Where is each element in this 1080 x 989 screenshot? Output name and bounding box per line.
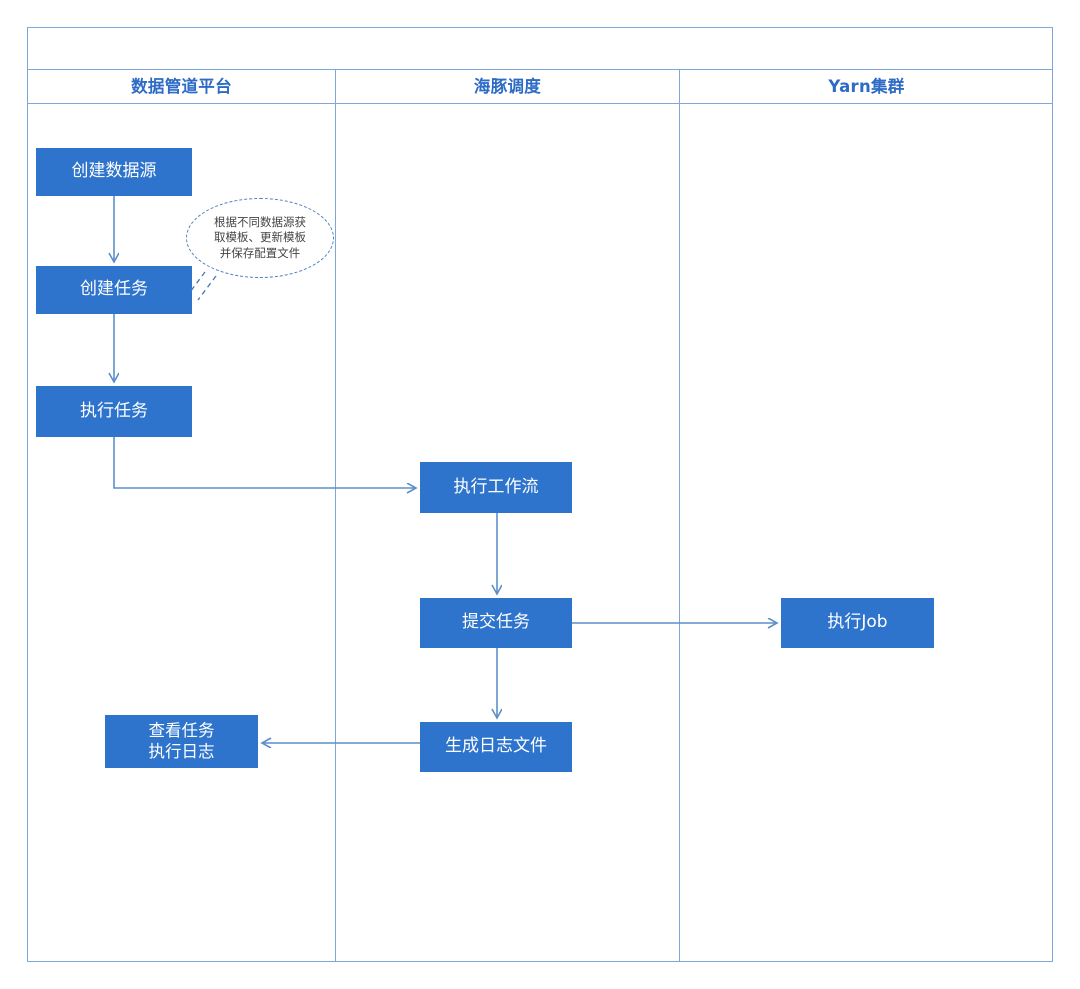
header-bottom-divider [27,103,1053,104]
node-view-task-log[interactable]: 查看任务 执行日志 [105,715,258,768]
callout-ellipse-shape [186,198,334,278]
node-create-task[interactable]: 创建任务 [36,266,192,314]
node-create-datasource[interactable]: 创建数据源 [36,148,192,196]
node-submit-task[interactable]: 提交任务 [420,598,572,648]
edge-execute-task-to-execute-workflow [113,437,416,488]
callout-tail-line-1 [189,271,206,293]
lane-header-yarn-cluster: Yarn集群 [828,77,905,96]
node-execute-workflow[interactable]: 执行工作流 [420,462,572,513]
node-generate-log-file[interactable]: 生成日志文件 [420,722,572,772]
lane-divider-2 [679,69,680,962]
lane-header-data-pipeline: 数据管道平台 [131,77,232,96]
node-execute-task[interactable]: 执行任务 [36,386,192,437]
lane-divider-1 [335,69,336,962]
callout-text: 根据不同数据源获 取模板、更新模板 并保存配置文件 [214,214,306,260]
callout-tail-line-2 [197,275,217,301]
node-execute-job[interactable]: 执行Job [781,598,934,648]
lane-header-dolphin-scheduler: 海豚调度 [473,77,542,96]
callout-template: 根据不同数据源获 取模板、更新模板 并保存配置文件 [186,198,334,278]
header-top-divider [27,69,1053,70]
